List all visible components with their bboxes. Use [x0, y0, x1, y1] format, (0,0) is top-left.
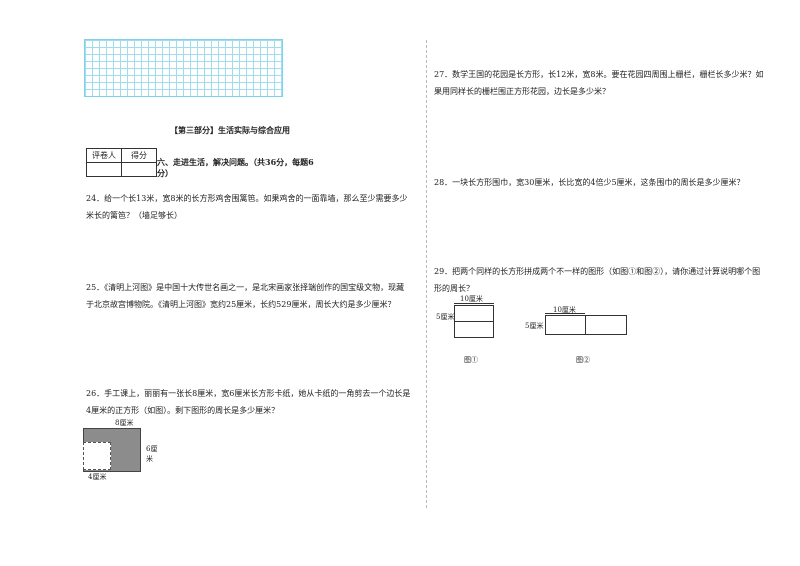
- fig29a-left-label: 5厘米: [436, 313, 455, 321]
- fig29b-top-label: 10厘米: [553, 306, 576, 314]
- section-title: 【第三部分】生活实际与综合应用: [170, 126, 290, 135]
- fig29a-rect-bottom: [454, 321, 494, 338]
- question-28: 28．一块长方形围巾，宽30厘米，长比宽的4倍少5厘米，这条围巾的周长是多少厘米…: [434, 178, 745, 187]
- fig29b-caption: 图②: [576, 356, 590, 364]
- figure-26: 8厘米 6厘米 4厘米: [82, 418, 162, 484]
- answer-grid-paper: [84, 39, 283, 97]
- part-heading: 六、走进生活，解决问题。（共36分，每题6分）: [157, 157, 314, 178]
- reviewer-label: 评卷人: [86, 148, 122, 163]
- fig26-right-label: 6厘米: [146, 445, 158, 463]
- fig26-top-label: 8厘米: [115, 419, 134, 427]
- question-26: 26．手工课上，丽丽有一张长8厘米，宽6厘米长方形卡纸，她从卡纸的一角剪去一个边…: [86, 389, 411, 415]
- fig29b-left-label: 5厘米: [525, 322, 544, 330]
- reviewer-cell[interactable]: [86, 162, 122, 177]
- fig29a-top-dimension-line: [454, 303, 494, 304]
- score-cell[interactable]: [121, 162, 157, 177]
- fig29b-rect-right: [585, 315, 627, 335]
- question-25: 25．《清明上河图》是中国十大传世名画之一，是北宋画家张择端创作的国宝级文物，现…: [86, 283, 405, 309]
- fig26-bottom-label: 4厘米: [88, 473, 107, 481]
- figure-29-a: 10厘米 5厘米 图①: [436, 294, 516, 366]
- column-divider: [426, 40, 427, 508]
- question-24: 24．给一个长13米，宽8米的长方形鸡舍围篱笆。如果鸡舍的一面靠墙，那么至少需要…: [86, 194, 408, 220]
- score-table: 评卷人 得分: [86, 148, 157, 177]
- fig29b-top-dimension-line: [545, 313, 585, 314]
- question-29: 29．把两个同样的长方形拼成两个不一样的图形（如图①和图②），请你通过计算说明哪…: [434, 267, 761, 293]
- fig26-cut-square: [83, 442, 111, 470]
- question-27: 27．数学王国的花园是长方形，长12米，宽8米。要在花园四周围上栅栏，栅栏长多少…: [434, 70, 764, 96]
- fig29a-caption: 图①: [464, 356, 478, 364]
- fig29a-rect-top: [454, 305, 494, 322]
- figure-29-b: 10厘米 5厘米 图②: [525, 305, 635, 365]
- score-label: 得分: [121, 148, 157, 163]
- fig29a-top-label: 10厘米: [460, 295, 483, 303]
- fig29b-rect-left: [545, 315, 586, 335]
